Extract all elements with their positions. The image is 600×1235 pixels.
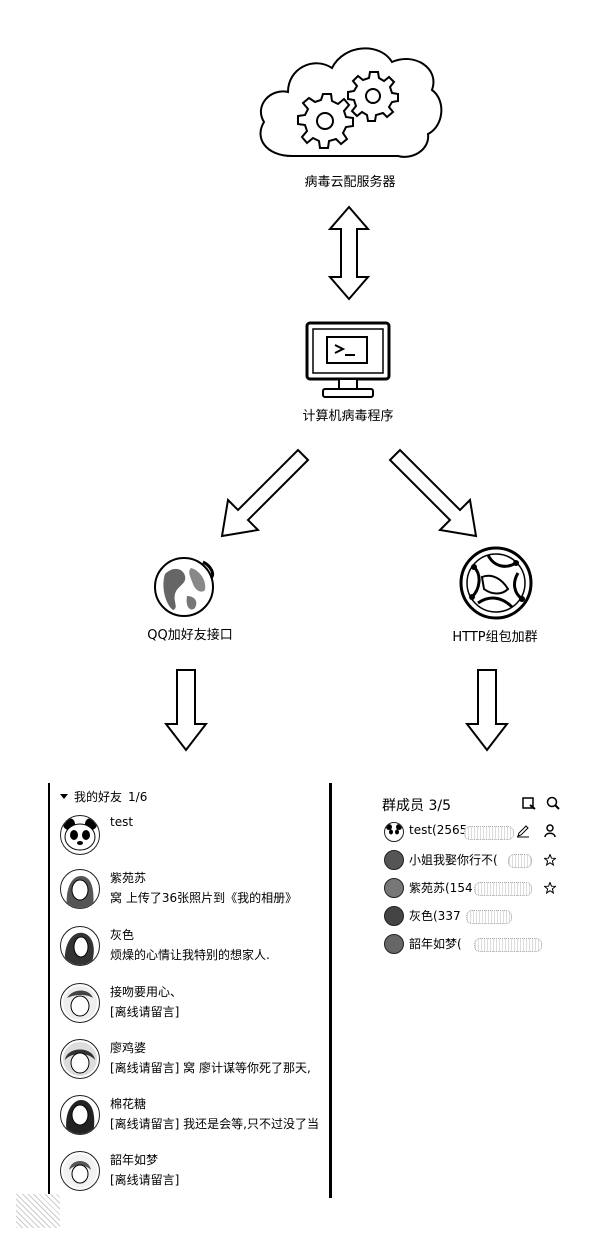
friend-name: test bbox=[110, 815, 134, 829]
member-name: 灰色(337 bbox=[409, 909, 461, 923]
redacted-text bbox=[474, 938, 542, 952]
group-toolbar bbox=[522, 795, 560, 814]
search-icon[interactable] bbox=[546, 795, 560, 814]
friend-name: 韶年如梦 bbox=[110, 1153, 159, 1167]
friend-name: 廖鸡婆 bbox=[110, 1041, 147, 1055]
redacted-text bbox=[508, 854, 532, 868]
member-name: test(2565 bbox=[409, 823, 468, 837]
group-members-panel: 群成员 3/5 test(2565 小姐我娶你行不( 紫苑苏(154 bbox=[372, 786, 568, 956]
edit-pencil-icon[interactable] bbox=[516, 823, 530, 842]
friend-avatar bbox=[60, 1151, 100, 1191]
friend-row[interactable]: 韶年如梦 [离线请留言] bbox=[60, 1151, 328, 1203]
member-name: 紫苑苏(154 bbox=[409, 881, 473, 895]
member-row[interactable]: 紫苑苏(154 bbox=[384, 876, 568, 902]
friend-group-header[interactable]: 我的好友 1/6 bbox=[60, 788, 147, 805]
friend-row[interactable]: 灰色 烦燥的心情让我特别的想家人. bbox=[60, 926, 328, 978]
member-avatar bbox=[384, 934, 404, 954]
friend-avatar bbox=[60, 869, 100, 909]
member-avatar bbox=[384, 850, 404, 870]
scan-artifact bbox=[16, 1194, 60, 1228]
member-row[interactable]: 韶年如梦( bbox=[384, 932, 568, 958]
admin-star-icon bbox=[543, 851, 557, 870]
member-name: 小姐我娶你行不( bbox=[409, 853, 498, 867]
friend-group-count: 1/6 bbox=[128, 789, 148, 804]
panel-left-border bbox=[48, 783, 50, 1198]
friend-signature: [离线请留言] bbox=[110, 1005, 180, 1019]
friend-name: 接吻要用心、 bbox=[110, 985, 183, 999]
qq-interface-label: QQ加好友接口 bbox=[147, 628, 233, 643]
friend-group-title: 我的好友 bbox=[74, 790, 123, 804]
member-manage-icon[interactable] bbox=[522, 795, 536, 814]
friend-avatar bbox=[60, 1039, 100, 1079]
cloud-server-label: 病毒云配服务器 bbox=[304, 175, 396, 190]
panel-scrollbar[interactable] bbox=[329, 783, 332, 1198]
friend-list-panel: 我的好友 1/6 test 紫苑苏 窝 上传了36张照片到《我的相册》 灰色 烦… bbox=[48, 783, 332, 1198]
friend-signature: [离线请留言] 我还是会等,只不过没了当 bbox=[110, 1117, 319, 1131]
arrow-down-left bbox=[218, 448, 310, 540]
friend-row[interactable]: 廖鸡婆 [离线请留言] 窝 廖计谋等你死了那天, bbox=[60, 1039, 328, 1091]
redacted-text bbox=[466, 910, 512, 924]
group-members-title: 群成员 3/5 bbox=[382, 795, 451, 815]
member-row[interactable]: 小姐我娶你行不( bbox=[384, 848, 568, 874]
arrow-down-to-group-members bbox=[465, 668, 509, 752]
friend-row[interactable]: 棉花糖 [离线请留言] 我还是会等,只不过没了当 bbox=[60, 1095, 328, 1147]
computer-monitor-icon bbox=[305, 321, 391, 401]
friend-row[interactable]: test bbox=[60, 815, 328, 867]
arrow-down-right bbox=[388, 448, 480, 540]
friend-avatar bbox=[60, 983, 100, 1023]
panda-avatar bbox=[384, 822, 404, 842]
admin-star-icon bbox=[543, 879, 557, 898]
member-row[interactable]: 灰色(337 bbox=[384, 904, 568, 930]
friend-signature: 烦燥的心情让我特别的想家人. bbox=[110, 948, 270, 962]
member-row[interactable]: test(2565 bbox=[384, 820, 568, 846]
bidirectional-arrow bbox=[328, 205, 370, 301]
friend-name: 棉花糖 bbox=[110, 1097, 147, 1111]
friend-avatar bbox=[60, 1095, 100, 1135]
panda-avatar bbox=[60, 815, 100, 855]
member-avatar bbox=[384, 878, 404, 898]
member-avatar bbox=[384, 906, 404, 926]
collapse-triangle-icon bbox=[60, 794, 68, 799]
redacted-text bbox=[474, 882, 532, 896]
network-globe-icon bbox=[458, 545, 534, 621]
friend-signature: 窝 上传了36张照片到《我的相册》 bbox=[110, 891, 298, 905]
friend-row[interactable]: 紫苑苏 窝 上传了36张照片到《我的相册》 bbox=[60, 869, 328, 921]
friend-avatar bbox=[60, 926, 100, 966]
group-members-count: 3/5 bbox=[428, 798, 451, 814]
friend-name: 灰色 bbox=[110, 928, 135, 942]
group-members-title-text: 群成员 bbox=[382, 798, 424, 814]
friend-name: 紫苑苏 bbox=[110, 871, 147, 885]
redacted-text bbox=[464, 826, 514, 840]
member-actions[interactable] bbox=[516, 823, 556, 842]
cloud-server-icon bbox=[252, 38, 446, 160]
virus-program-label: 计算机病毒程序 bbox=[302, 409, 394, 424]
owner-user-icon bbox=[544, 823, 556, 842]
globe-icon bbox=[153, 556, 215, 618]
member-name: 韶年如梦( bbox=[409, 937, 462, 951]
http-group-label: HTTP组包加群 bbox=[452, 630, 538, 645]
friend-signature: [离线请留言] bbox=[110, 1173, 180, 1187]
friend-signature: [离线请留言] 窝 廖计谋等你死了那天, bbox=[110, 1061, 311, 1075]
friend-row[interactable]: 接吻要用心、 [离线请留言] bbox=[60, 983, 328, 1035]
arrow-down-to-friend-list bbox=[164, 668, 208, 752]
